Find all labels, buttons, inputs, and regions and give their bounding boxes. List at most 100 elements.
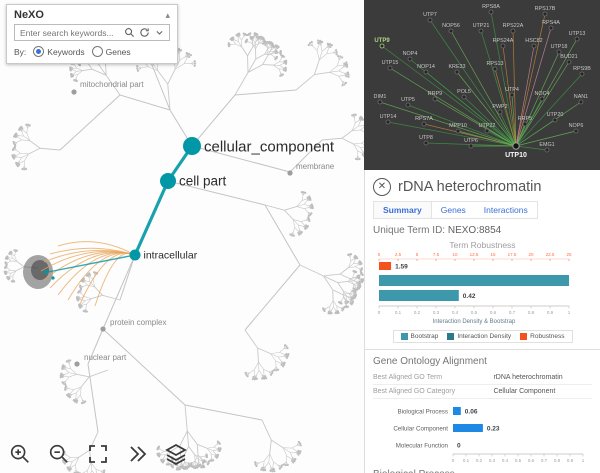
tree-node-intracellular[interactable] — [129, 249, 141, 261]
collapse-panel-icon[interactable]: ▴ — [165, 9, 170, 20]
network-node-label: UTP20 — [547, 112, 564, 118]
radio-genes[interactable]: Genes — [91, 46, 131, 57]
tab-interactions[interactable]: Interactions — [483, 205, 528, 215]
svg-text:0.8: 0.8 — [554, 458, 561, 463]
network-node-label: UTP22 — [479, 123, 496, 129]
svg-text:0.3: 0.3 — [433, 310, 440, 315]
network-node[interactable] — [531, 43, 537, 49]
network-node[interactable] — [423, 69, 429, 75]
network-node[interactable] — [552, 117, 558, 123]
network-node[interactable] — [454, 69, 460, 75]
network-node[interactable] — [387, 65, 393, 71]
network-node[interactable] — [379, 43, 385, 49]
network-node[interactable] — [484, 128, 490, 134]
network-node[interactable] — [468, 143, 474, 149]
svg-text:17.5: 17.5 — [508, 252, 517, 257]
network-node[interactable] — [492, 66, 498, 72]
refresh-icon[interactable] — [138, 26, 151, 39]
network-node[interactable] — [478, 28, 484, 34]
term-title: rDNA heterochromatin — [398, 179, 542, 195]
network-node[interactable] — [566, 59, 572, 65]
go-score-bar — [453, 424, 483, 432]
network-node[interactable] — [421, 121, 427, 127]
radio-keywords-circle[interactable] — [33, 46, 45, 57]
app-title: NeXO — [14, 9, 44, 21]
svg-text:12.5: 12.5 — [470, 252, 479, 257]
network-edge — [515, 98, 543, 147]
network-edge — [456, 71, 517, 147]
network-node[interactable] — [377, 99, 383, 105]
network-node[interactable] — [448, 28, 454, 34]
network-node[interactable] — [574, 36, 580, 42]
network-node-label: RRP5 — [518, 116, 532, 122]
network-node[interactable] — [407, 56, 413, 62]
network-node-label: KRE33 — [448, 64, 465, 70]
radio-keywords[interactable]: Keywords — [33, 46, 85, 57]
search-input[interactable] — [18, 26, 121, 39]
network-node[interactable] — [578, 99, 584, 105]
zoom-out-button[interactable] — [45, 440, 73, 468]
close-icon[interactable]: ✕ — [373, 178, 391, 196]
zoom-in-button[interactable] — [6, 440, 34, 468]
network-edge — [425, 71, 517, 147]
network-node[interactable] — [542, 11, 548, 17]
network-node[interactable] — [579, 71, 585, 77]
network-node[interactable] — [539, 96, 545, 102]
network-node[interactable] — [548, 25, 554, 31]
svg-text:0.7: 0.7 — [509, 310, 516, 315]
tree-term-node[interactable] — [100, 326, 106, 332]
tree-term-node[interactable] — [74, 361, 80, 367]
orange-edge — [57, 241, 136, 256]
svg-text:1: 1 — [568, 310, 571, 315]
network-node[interactable] — [500, 43, 506, 49]
radio-genes-circle[interactable] — [91, 46, 103, 57]
fit-screen-button[interactable] — [84, 440, 112, 468]
tab-summary[interactable]: Summary — [374, 202, 432, 218]
network-edge — [450, 30, 517, 147]
network-node[interactable] — [522, 121, 528, 127]
tab-genes[interactable]: Genes — [440, 205, 466, 215]
radio-genes-label: Genes — [105, 46, 131, 57]
network-node[interactable] — [556, 49, 562, 55]
network-node-label: HSC82 — [525, 38, 542, 44]
search-mode-row: By: Keywords Genes — [14, 46, 170, 57]
network-node[interactable] — [488, 9, 494, 15]
tree-term-node[interactable] — [71, 89, 77, 95]
network-node[interactable] — [573, 128, 579, 134]
tree-term-node[interactable] — [287, 170, 293, 176]
network-edge — [515, 61, 570, 147]
network-edge — [389, 67, 517, 147]
legend-item: Bootstrap — [400, 333, 438, 340]
network-node[interactable] — [423, 140, 429, 146]
tree-node-cell-part[interactable] — [160, 173, 176, 189]
network-node-label: UTP18 — [551, 44, 568, 50]
network-node[interactable] — [427, 17, 433, 23]
network-node-label: NOP6 — [569, 123, 584, 129]
network-node[interactable] — [385, 119, 391, 125]
chevron-down-icon[interactable] — [153, 26, 166, 39]
svg-text:25: 25 — [566, 252, 572, 257]
svg-text:0.1: 0.1 — [463, 458, 470, 463]
network-node[interactable] — [497, 109, 503, 115]
network-node[interactable] — [509, 92, 515, 98]
layers-button[interactable] — [162, 440, 190, 468]
network-node[interactable] — [510, 28, 516, 34]
network-hub-node[interactable] — [512, 142, 520, 150]
network-node[interactable] — [455, 128, 461, 134]
network-edge — [515, 51, 560, 147]
chevrons-button[interactable] — [123, 440, 151, 468]
network-node[interactable] — [405, 102, 411, 108]
network-node[interactable] — [544, 147, 550, 153]
svg-text:0.6: 0.6 — [490, 310, 497, 315]
network-node[interactable] — [432, 96, 438, 102]
legend-label: Robustness — [530, 333, 565, 340]
search-icon[interactable] — [123, 26, 136, 39]
tree-node-cellular-component[interactable] — [183, 137, 201, 155]
network-node[interactable] — [461, 94, 467, 100]
highlight-path — [133, 145, 194, 256]
